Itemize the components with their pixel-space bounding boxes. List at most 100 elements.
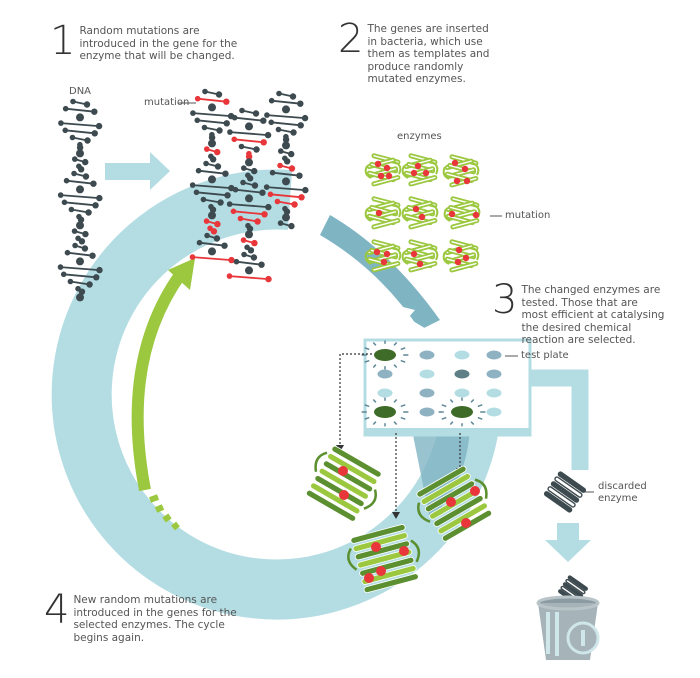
test-well bbox=[487, 370, 502, 379]
enzyme bbox=[366, 154, 401, 186]
mutation-dot bbox=[376, 566, 386, 576]
mutation-dot bbox=[461, 518, 471, 528]
step-description: The changed enzymes are tested. Those th… bbox=[521, 283, 664, 347]
step-2: 2 The genes are inserted in bacteria, wh… bbox=[338, 22, 489, 86]
dna-node bbox=[245, 266, 253, 274]
mutation-dot bbox=[411, 251, 417, 257]
test-well bbox=[378, 370, 393, 379]
dna-node bbox=[76, 185, 84, 193]
mutation-dot bbox=[462, 166, 468, 172]
mutation-label: mutation bbox=[144, 97, 189, 109]
dna-base-pair bbox=[198, 99, 227, 102]
mutation-dot bbox=[371, 542, 381, 552]
dna-base-pair bbox=[67, 181, 94, 184]
dna-base-pair bbox=[193, 113, 231, 116]
mutation-dot bbox=[399, 546, 409, 556]
test-well bbox=[420, 389, 435, 398]
enzymes-label: enzymes bbox=[397, 131, 442, 143]
dna-base-pair bbox=[197, 120, 226, 123]
dna-base-pair bbox=[267, 115, 305, 118]
dna-base-pair bbox=[64, 202, 95, 205]
step-1: 1 Random mutations are introduced in the… bbox=[50, 24, 237, 63]
enzyme bbox=[403, 240, 438, 272]
dna-node bbox=[282, 177, 290, 185]
test-well bbox=[378, 389, 393, 398]
mutation-dot bbox=[464, 178, 470, 184]
test-plate bbox=[362, 340, 530, 436]
step-description: New random mutations are introduced in t… bbox=[73, 593, 236, 644]
dna-node bbox=[245, 230, 253, 238]
mutation-dot bbox=[386, 173, 392, 179]
dna-node bbox=[208, 175, 216, 183]
test-well bbox=[455, 370, 470, 379]
dna-base-pair bbox=[235, 118, 264, 121]
dna-node bbox=[208, 211, 216, 219]
dna-node bbox=[245, 194, 253, 202]
dna-node bbox=[282, 213, 290, 221]
selected-well bbox=[374, 406, 396, 418]
dna-base-pair bbox=[65, 130, 94, 133]
mutation-dot bbox=[384, 165, 390, 171]
selected-well bbox=[374, 349, 396, 361]
dna-node bbox=[76, 113, 84, 121]
mutation-dot bbox=[470, 486, 480, 496]
mutation-dot bbox=[384, 251, 390, 257]
trash-bin-icon bbox=[538, 576, 598, 660]
test-well bbox=[487, 389, 502, 398]
step-number: 1 bbox=[50, 24, 73, 58]
mutation-dot bbox=[463, 255, 469, 261]
dna-node bbox=[282, 141, 290, 149]
test-well bbox=[487, 351, 502, 360]
step-4: 4 New random mutations are introduced in… bbox=[44, 593, 237, 644]
test-plate-label: test plate bbox=[521, 350, 569, 362]
dna-base-pair bbox=[66, 109, 95, 112]
enzyme bbox=[403, 197, 438, 229]
mutation-dot bbox=[452, 160, 458, 166]
dna-label: DNA bbox=[69, 86, 91, 98]
mutation-dot bbox=[375, 161, 381, 167]
mutation-dot bbox=[417, 261, 423, 267]
dna-base-pair bbox=[230, 132, 268, 135]
mutation-dot bbox=[456, 247, 462, 253]
dna-base-pair bbox=[272, 101, 301, 104]
dna-base-pair bbox=[67, 253, 92, 256]
cycle-progress-arrow-icon bbox=[138, 258, 195, 528]
dna-base-pair bbox=[234, 139, 263, 142]
selected-well bbox=[451, 406, 473, 418]
mutation-dot bbox=[473, 212, 479, 218]
dna-base-pair bbox=[199, 171, 226, 174]
dna-base-pair bbox=[271, 122, 300, 125]
selected-enzyme bbox=[299, 442, 388, 526]
dna-node bbox=[208, 247, 216, 255]
mutation-dot bbox=[338, 466, 348, 476]
dna-node bbox=[76, 293, 84, 301]
mutation-dot bbox=[423, 170, 429, 176]
dna-node bbox=[76, 149, 84, 157]
enzyme bbox=[444, 240, 479, 272]
discarded-enzyme bbox=[544, 471, 586, 512]
enzyme bbox=[445, 197, 480, 229]
dna-node bbox=[208, 103, 216, 111]
test-well bbox=[420, 408, 435, 417]
test-well bbox=[487, 408, 502, 417]
mutation-dot bbox=[411, 170, 417, 176]
discard-path bbox=[530, 378, 580, 470]
test-well bbox=[455, 351, 470, 360]
discarded-enzyme-label: discarded enzyme bbox=[598, 481, 647, 505]
dna-node bbox=[245, 122, 253, 130]
dna-node bbox=[76, 221, 84, 229]
test-well bbox=[420, 370, 435, 379]
arrow-right-icon bbox=[105, 152, 170, 190]
test-well bbox=[455, 389, 470, 398]
enzyme bbox=[444, 155, 479, 187]
dna-node bbox=[76, 257, 84, 265]
enzyme bbox=[366, 197, 401, 229]
dna-base-pair bbox=[61, 195, 100, 198]
test-well bbox=[420, 351, 435, 360]
arrow-down-icon bbox=[545, 523, 591, 562]
mutation-dot bbox=[378, 173, 384, 179]
dna-node bbox=[282, 105, 290, 113]
step-number: 2 bbox=[338, 22, 361, 56]
step-description: The genes are inserted in bacteria, whic… bbox=[367, 22, 489, 86]
